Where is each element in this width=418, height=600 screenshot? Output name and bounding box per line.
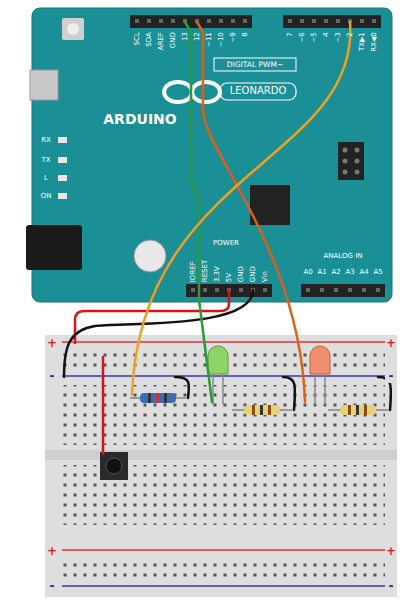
pin-label: 8 — [241, 32, 249, 58]
pin-label: A1 — [315, 268, 329, 276]
pin-label: ~6 — [298, 32, 306, 58]
board-name: ARDUINO — [100, 111, 180, 128]
pin-label: 7 — [286, 32, 294, 58]
pin-label: ~9 — [229, 32, 237, 58]
power-jack — [26, 225, 82, 270]
resistor-symbol — [130, 393, 186, 403]
wires — [64, 22, 391, 454]
pin-label: ~11 — [205, 32, 213, 58]
rail-sign: - — [46, 579, 58, 593]
pin-label: Vin — [261, 252, 269, 282]
pin-label: 3.3V — [213, 252, 221, 282]
pin-label: DIGITAL PWM~ — [215, 60, 295, 69]
rail-sign: + — [385, 544, 397, 558]
pin-label: GND — [169, 32, 177, 58]
rail-sign: + — [385, 336, 397, 350]
pin-label: RX — [36, 136, 56, 144]
usb-port — [30, 70, 58, 100]
pin-label: IOREF — [189, 252, 197, 282]
pin-label: A4 — [357, 268, 371, 276]
pin-label: ~5 — [310, 32, 318, 58]
pin-label: ~3 — [334, 32, 342, 58]
pin-label: ANALOG IN — [313, 252, 373, 260]
pin-label: 4 — [322, 32, 330, 58]
pin-label: ~10 — [217, 32, 225, 58]
capacitor — [134, 240, 166, 272]
rail-sign: - — [385, 579, 397, 593]
rail-sign: + — [46, 544, 58, 558]
pin-label: POWER — [206, 239, 246, 247]
pin-label: GND — [249, 252, 257, 282]
pin-label: A0 — [301, 268, 315, 276]
board-name: LEONARDO — [222, 85, 294, 97]
rails — [62, 342, 385, 586]
icsp-header — [338, 142, 364, 180]
pin-label: ON — [36, 192, 56, 200]
pin-label: A5 — [371, 268, 385, 276]
pin-label: 12 — [193, 32, 201, 58]
arduino-board — [32, 8, 392, 302]
reset-button — [62, 18, 84, 40]
pin-label: 13 — [181, 32, 189, 58]
pin-label: TX▶1 — [358, 32, 366, 58]
resistor-symbol — [328, 405, 388, 415]
pin-label: 5V — [225, 252, 233, 282]
pin-label: AREF — [157, 32, 165, 58]
pin-label: RX◀0 — [370, 32, 378, 58]
pin-label: RESET — [201, 252, 209, 282]
pin-label: L — [36, 174, 56, 182]
pin-label: SCL — [133, 32, 141, 58]
rail-sign: - — [46, 369, 58, 383]
status-leds — [58, 137, 67, 199]
rail-sign: - — [385, 369, 397, 383]
breadboard — [45, 335, 397, 597]
red-led — [310, 346, 330, 405]
resistor-symbol — [232, 405, 292, 415]
pin-label: A2 — [329, 268, 343, 276]
rail-sign: + — [46, 336, 58, 350]
pin-label: GND — [237, 252, 245, 282]
pushbutton — [100, 452, 128, 480]
pin-label: TX — [36, 156, 56, 164]
pin-label: 2 — [346, 32, 354, 58]
pin-label: A3 — [343, 268, 357, 276]
pin-label: SDA — [145, 32, 153, 58]
